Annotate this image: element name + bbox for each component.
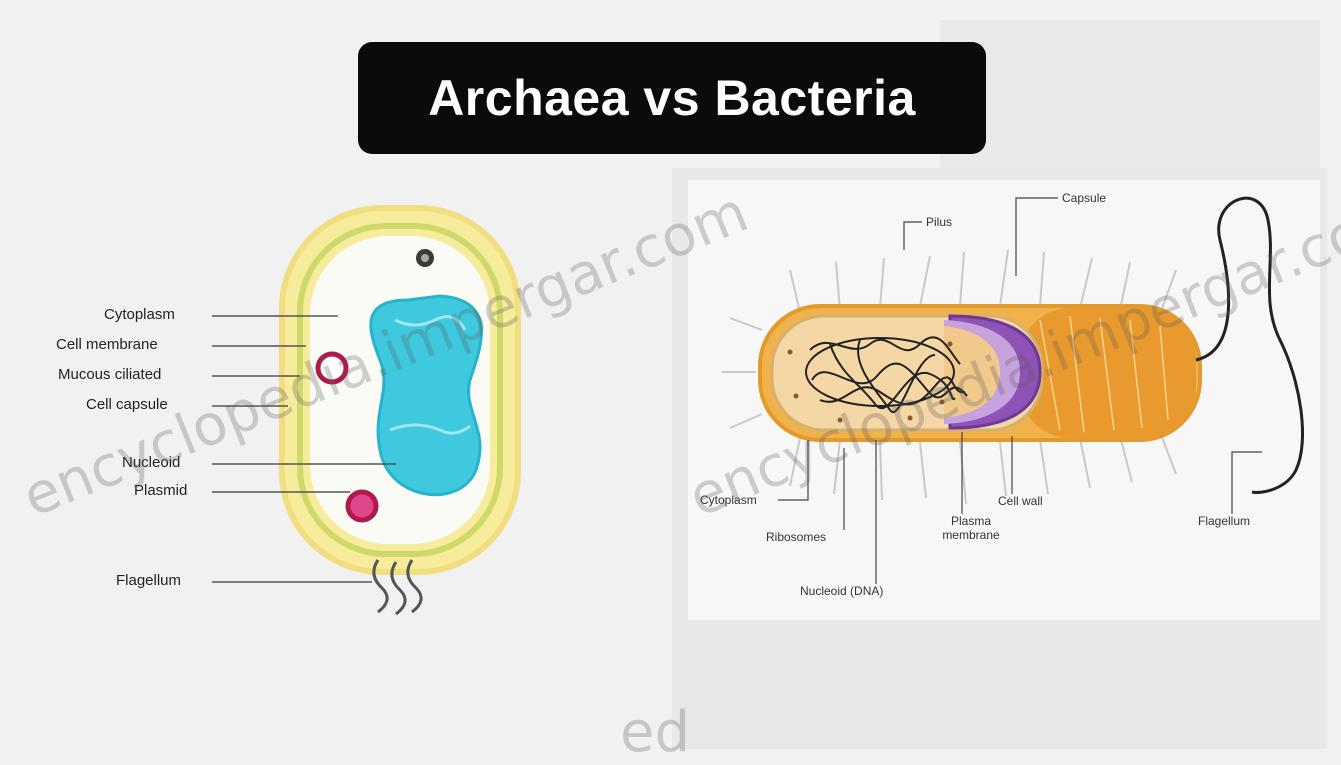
label-cytoplasm: Cytoplasm [104, 306, 175, 323]
label-cell-wall: Cell wall [998, 494, 1043, 508]
label-cell-capsule: Cell capsule [86, 396, 168, 413]
archaea-granule-core [421, 254, 429, 262]
label-cell-membrane: Cell membrane [56, 336, 158, 353]
leader-flagellum-b [1232, 452, 1262, 514]
label-nucleoid-dna: Nucleoid (DNA) [800, 584, 883, 598]
title-banner: Archaea vs Bacteria [358, 42, 986, 154]
label-flagellum-bacteria: Flagellum [1198, 514, 1250, 528]
archaea-plasmid [348, 492, 376, 520]
leader-pilus [904, 222, 922, 250]
label-ribosomes: Ribosomes [766, 530, 826, 544]
label-pilus: Pilus [926, 215, 952, 229]
label-capsule: Capsule [1062, 191, 1106, 205]
label-flagellum: Flagellum [116, 572, 181, 589]
page-title: Archaea vs Bacteria [428, 69, 916, 127]
leader-capsule [1016, 198, 1058, 276]
watermark-bottom: ed [620, 700, 690, 765]
label-mucous: Mucous ciliated [58, 366, 161, 383]
label-plasma-membrane: Plasma membrane [936, 514, 1006, 542]
